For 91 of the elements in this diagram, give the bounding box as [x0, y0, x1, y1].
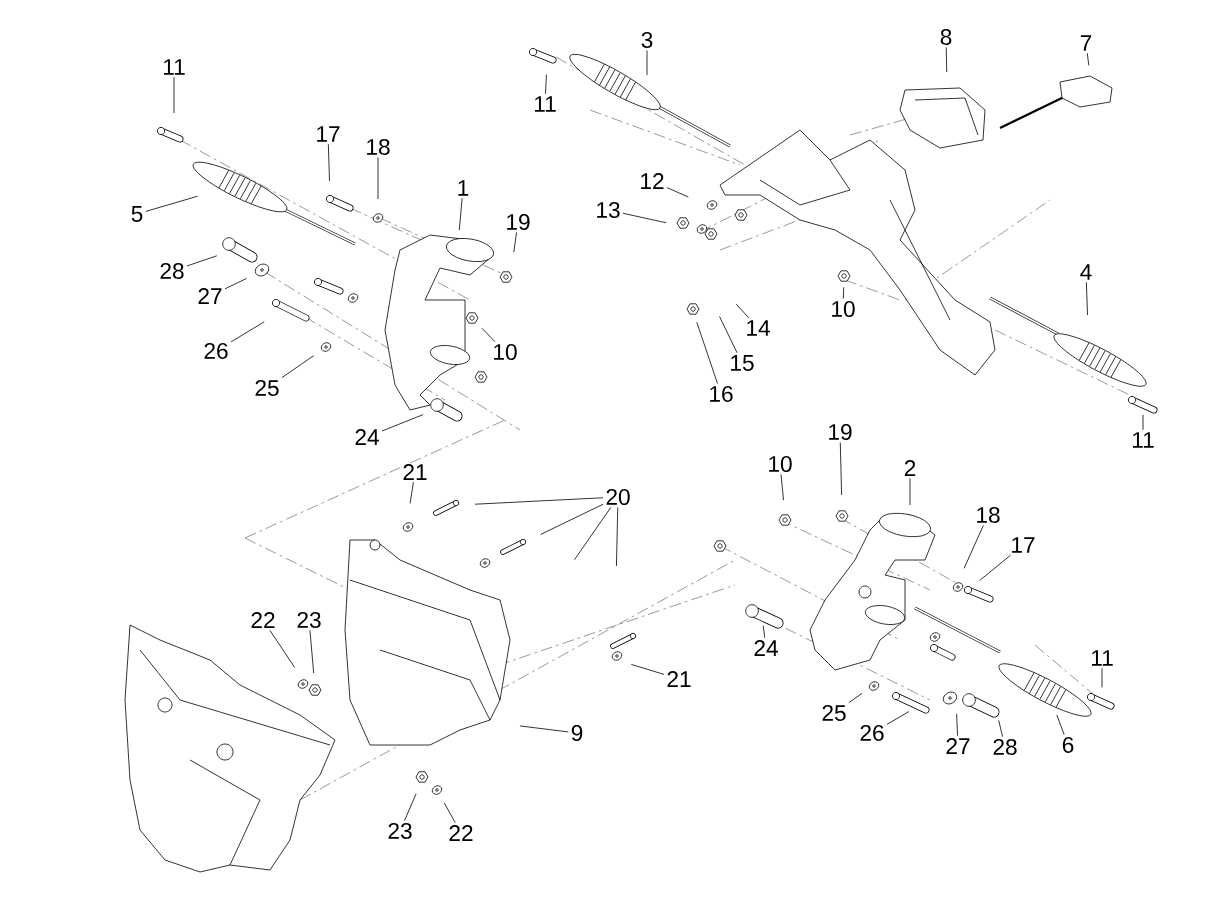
callout-number: 9	[571, 725, 583, 742]
leader-line	[377, 157, 379, 200]
callout-number: 1	[458, 180, 469, 196]
leader-line	[474, 497, 604, 505]
leader-line	[979, 554, 1011, 581]
callout-number: 10	[494, 344, 517, 361]
leader-line	[909, 477, 911, 506]
leader-line	[998, 720, 1003, 737]
leader-line	[696, 321, 718, 384]
callout-number: 17	[1012, 537, 1035, 553]
callout-number: 5	[131, 206, 143, 222]
leader-line	[945, 47, 948, 73]
leader-line	[839, 442, 842, 496]
leader-line	[1101, 667, 1103, 688]
leader-line	[519, 725, 569, 733]
leader-line	[458, 197, 463, 231]
leader-line	[230, 321, 265, 343]
callout-number: 15	[731, 355, 754, 371]
callout-number: 11	[164, 59, 185, 75]
callout-number: 21	[667, 671, 691, 687]
leader-line	[630, 664, 665, 675]
leader-line	[646, 50, 648, 76]
callout-number: 6	[1062, 737, 1074, 754]
leader-line	[186, 255, 218, 267]
leader-line	[622, 212, 667, 224]
callout-number: 26	[860, 725, 884, 742]
leader-line	[1085, 281, 1088, 316]
callout-number: 19	[829, 424, 852, 441]
callout-number: 11	[1133, 432, 1154, 448]
leader-line	[963, 525, 984, 569]
leader-line	[848, 693, 863, 703]
callout-number: 27	[198, 288, 222, 304]
callout-number: 21	[403, 464, 427, 480]
callout-number: 24	[355, 429, 379, 445]
callout-number: 25	[255, 380, 279, 397]
leader-line	[327, 143, 330, 182]
leader-line	[956, 713, 958, 737]
callout-number: 23	[388, 823, 412, 840]
callout-number: 28	[993, 739, 1017, 756]
leader-line	[574, 507, 612, 561]
leader-line	[719, 316, 738, 354]
callout-number: 11	[1092, 650, 1113, 666]
leader-line	[616, 507, 619, 567]
leader-line	[735, 303, 750, 319]
leader-line	[145, 195, 198, 212]
callout-number: 7	[1080, 35, 1092, 51]
leader-line	[842, 286, 845, 299]
leader-line	[481, 327, 496, 342]
callout-number: 22	[251, 612, 275, 628]
leader-line	[1056, 714, 1065, 735]
leader-line	[780, 474, 784, 501]
leader-line	[666, 187, 689, 198]
callout-number: 10	[769, 456, 792, 473]
callout-number: 13	[597, 202, 620, 219]
leader-line	[443, 802, 456, 824]
callout-number: 23	[297, 612, 321, 629]
leader-line	[173, 76, 175, 114]
leader-line	[540, 503, 604, 535]
callout-number: 20	[606, 489, 630, 506]
leader-line	[513, 232, 517, 253]
callout-number: 24	[754, 640, 778, 656]
callout-number: 26	[204, 343, 228, 360]
leader-line	[224, 278, 247, 290]
leader-line	[309, 630, 315, 674]
callout-number: 19	[507, 214, 530, 231]
callout-number: 8	[940, 29, 952, 46]
callout-number: 12	[641, 173, 664, 189]
callout-number: 3	[641, 32, 653, 49]
callout-number: 18	[367, 139, 390, 156]
leader-line	[1086, 52, 1090, 66]
callout-number: 22	[449, 825, 473, 841]
leader-line	[381, 414, 424, 432]
callout-number: 28	[160, 263, 184, 280]
leader-line	[409, 481, 414, 504]
leader-line	[545, 74, 547, 95]
callout-number: 4	[1080, 264, 1092, 280]
callout-number: 2	[904, 460, 916, 476]
leader-line	[404, 793, 417, 821]
leader-line	[269, 629, 296, 668]
callout-number: 16	[710, 386, 733, 403]
callout-number: 25	[822, 705, 846, 722]
callout-number: 14	[747, 320, 770, 336]
callout-number: 27	[946, 738, 970, 754]
callout-number: 11	[535, 96, 556, 112]
callout-number: 18	[977, 507, 1000, 524]
leader-line	[1142, 414, 1144, 431]
leader-line	[886, 711, 910, 725]
leader-line	[762, 625, 766, 639]
callout-number: 10	[832, 301, 855, 318]
leader-line	[281, 355, 315, 378]
callout-number: 17	[317, 126, 340, 142]
